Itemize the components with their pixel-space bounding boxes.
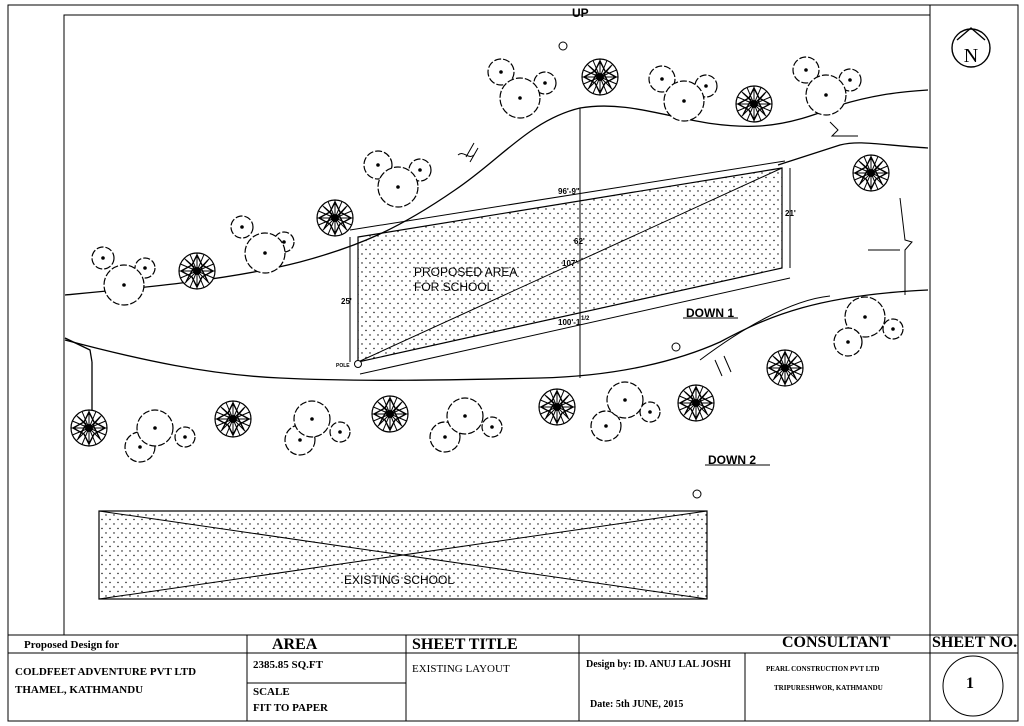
sheet-border xyxy=(7,4,1019,722)
existing-school-label: EXISTING SCHOOL xyxy=(344,573,455,587)
shaded-tree-icon xyxy=(371,395,409,433)
existing-school-block xyxy=(98,510,708,600)
outline-tree-icon xyxy=(792,56,862,116)
design-date: Date: 5th JUNE, 2015 xyxy=(590,699,684,710)
client-name: COLDFEET ADVENTURE PVT LTD xyxy=(15,666,197,678)
shaded-tree-icon xyxy=(735,85,773,123)
dimension-bottom-fraction: 1/2 xyxy=(581,316,590,322)
up-label: UP xyxy=(572,6,589,20)
design-by: Design by: ID. ANUJ LAL JOSHI xyxy=(586,659,732,670)
dimension-right: 21' xyxy=(785,209,796,218)
proposed-area-label: PROPOSED AREA xyxy=(414,265,518,279)
shaded-tree-icon xyxy=(538,388,576,426)
client-address: THAMEL, KATHMANDU xyxy=(15,684,144,696)
sheet-title-value: EXISTING LAYOUT xyxy=(412,663,510,675)
diagonal-line xyxy=(357,167,783,363)
pole-marker xyxy=(354,360,362,368)
shaded-tree-icon xyxy=(316,199,354,237)
dimension-lines xyxy=(349,108,791,378)
shaded-tree-icon xyxy=(178,252,216,290)
outline-tree-icon xyxy=(487,58,557,119)
sheet-no-value: 1 xyxy=(966,675,974,692)
outline-tree-icon xyxy=(124,409,196,463)
level-markers xyxy=(558,14,770,499)
sheet-title-heading: SHEET TITLE xyxy=(412,636,518,653)
pole-label: POLE xyxy=(336,363,350,369)
outline-tree-clusters xyxy=(91,56,904,463)
for-school-label: FOR SCHOOL xyxy=(414,280,494,294)
area-heading: AREA xyxy=(272,636,318,653)
dimension-top: 96'-9" xyxy=(558,187,580,196)
scale-heading: SCALE xyxy=(253,686,290,698)
area-value: 2385.85 SQ.FT xyxy=(253,659,323,671)
consultant-heading: CONSULTANT xyxy=(782,634,891,651)
shaded-tree-icon xyxy=(766,349,804,387)
consultant-name: PEARL CONSTRUCTION PVT LTD xyxy=(766,665,880,673)
dimension-bottom: 100'-1 xyxy=(558,318,581,327)
dimension-left: 25' xyxy=(341,297,352,306)
down-2-label: DOWN 2 xyxy=(708,453,756,467)
outline-tree-icon xyxy=(91,246,156,306)
scale-value: FIT TO PAPER xyxy=(253,702,328,714)
proposed-design-for: Proposed Design for xyxy=(24,639,120,651)
outline-tree-icon xyxy=(648,65,718,122)
title-block-grid xyxy=(8,634,1018,721)
outline-tree-icon xyxy=(363,150,432,208)
outline-tree-icon xyxy=(230,215,295,274)
shaded-tree-icon xyxy=(70,409,108,447)
dimension-diagonal: 107' xyxy=(562,259,578,268)
shaded-tree-icon xyxy=(852,154,890,192)
down-1-label: DOWN 1 xyxy=(686,306,734,320)
north-arrow-icon: N xyxy=(951,27,991,68)
outline-tree-icon xyxy=(833,296,904,357)
road-edge-south xyxy=(64,289,929,381)
dimension-center: 62' xyxy=(574,237,585,246)
outline-tree-icon xyxy=(590,381,661,442)
outline-tree-icon xyxy=(429,397,503,453)
outline-tree-icon xyxy=(284,400,351,456)
shaded-tree-icon xyxy=(677,384,715,422)
north-letter: N xyxy=(964,45,978,67)
road-edge-north-inner xyxy=(777,142,929,166)
shaded-tree-icon xyxy=(581,58,619,96)
shaded-tree-icon xyxy=(214,400,252,438)
consultant-address: TRIPURESHWOR, KATHMANDU xyxy=(774,684,883,692)
sheet-no-heading: SHEET NO. xyxy=(932,634,1018,651)
